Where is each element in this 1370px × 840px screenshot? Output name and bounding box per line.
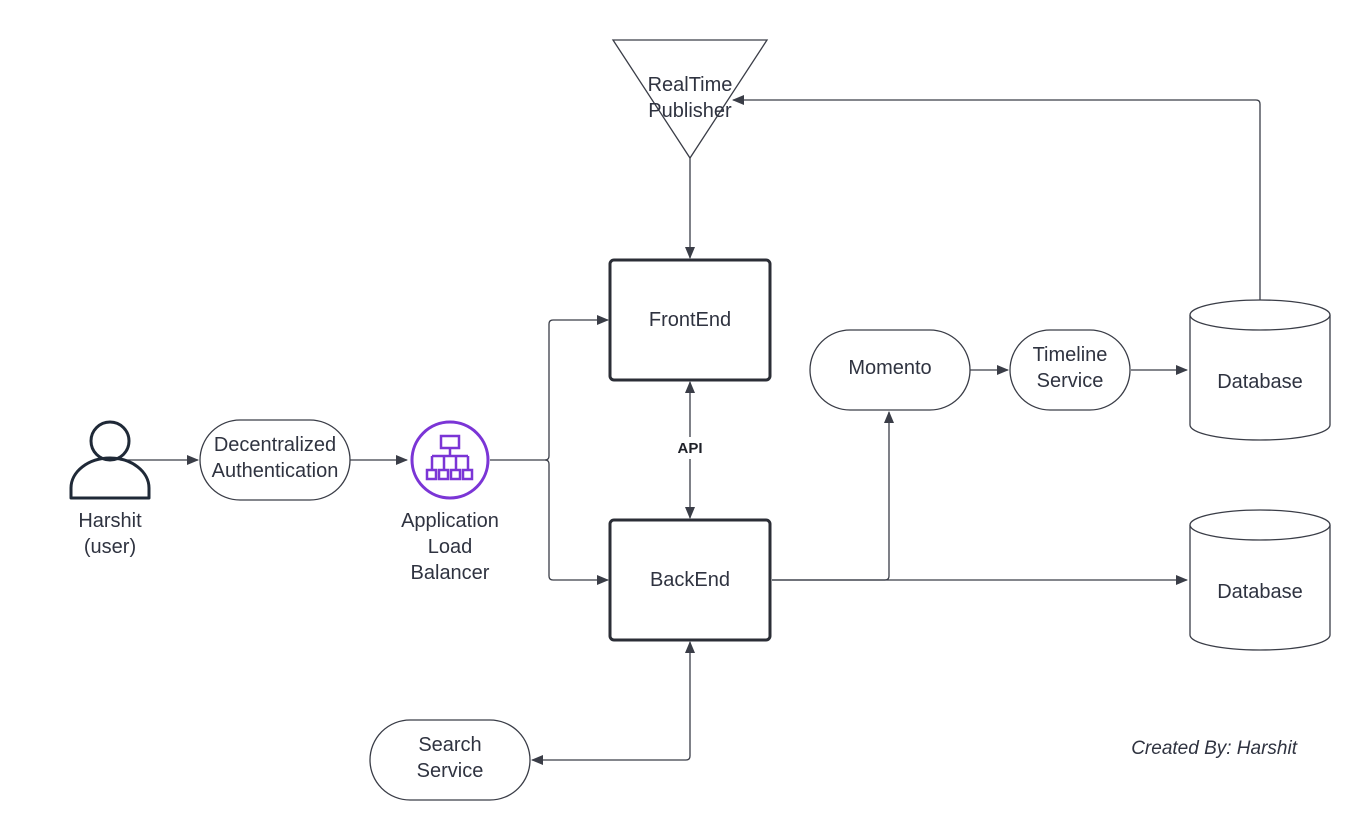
database-bottom-cap bbox=[1189, 509, 1331, 541]
timeline-service-label-line1: Timeline bbox=[1033, 344, 1108, 366]
credit-text: Created By: Harshit bbox=[1131, 738, 1298, 759]
edge-alb-to-frontend bbox=[490, 315, 609, 461]
momento-shape bbox=[809, 329, 971, 411]
decentralized-auth-node: Decentralized Authentication bbox=[199, 419, 351, 501]
database-top-body bbox=[1189, 315, 1331, 441]
realtime-publisher-label-line1: RealTime bbox=[648, 74, 733, 96]
database-bottom-body bbox=[1189, 525, 1331, 651]
load-balancer-label-line2: Load bbox=[428, 536, 473, 558]
momento-node: Momento bbox=[809, 329, 971, 411]
frontend-box bbox=[608, 258, 772, 382]
search-service-label-line2: Service bbox=[417, 760, 484, 782]
load-balancer-label-line3: Balancer bbox=[411, 562, 490, 584]
load-balancer-label-line1: Application bbox=[401, 510, 499, 532]
frontend-node: FrontEnd bbox=[608, 258, 772, 382]
database-top-cap bbox=[1189, 299, 1331, 331]
decentralized-auth-shape bbox=[199, 419, 351, 501]
database-top-node: Database bbox=[1189, 299, 1331, 441]
decentralized-auth-label-line2: Authentication bbox=[212, 460, 339, 482]
edge-alb-to-backend bbox=[544, 459, 609, 585]
realtime-publisher-node: RealTime Publisher bbox=[611, 39, 769, 160]
realtime-publisher-shape bbox=[611, 39, 769, 160]
edge-backend-search-service bbox=[531, 641, 695, 765]
search-service-node: Search Service bbox=[369, 719, 531, 801]
user-node: Harshit (user) bbox=[69, 420, 151, 558]
backend-label: BackEnd bbox=[650, 569, 730, 591]
realtime-publisher-label-line2: Publisher bbox=[648, 100, 732, 122]
search-service-label-line1: Search bbox=[418, 734, 481, 756]
user-label-line1: Harshit bbox=[78, 510, 142, 532]
backend-node: BackEnd bbox=[608, 518, 772, 642]
decentralized-auth-label-line1: Decentralized bbox=[214, 434, 336, 456]
database-bottom-node: Database bbox=[1189, 509, 1331, 651]
momento-label: Momento bbox=[848, 357, 931, 379]
timeline-service-shape bbox=[1009, 329, 1131, 411]
person-icon bbox=[69, 420, 151, 500]
edge-database-to-publisher bbox=[732, 95, 1261, 300]
api-label-background bbox=[670, 437, 710, 459]
search-service-shape bbox=[369, 719, 531, 801]
database-bottom-label: Database bbox=[1217, 581, 1303, 603]
database-top-label: Database bbox=[1217, 371, 1303, 393]
timeline-service-label-line2: Service bbox=[1037, 370, 1104, 392]
load-balancer-node: Application Load Balancer bbox=[401, 420, 499, 584]
user-label-line2: (user) bbox=[84, 536, 136, 558]
backend-box bbox=[608, 518, 772, 642]
api-label: API bbox=[677, 440, 702, 457]
frontend-label: FrontEnd bbox=[649, 309, 731, 331]
edge-backend-to-momento bbox=[772, 411, 894, 581]
application-load-balancer-icon bbox=[410, 420, 490, 500]
timeline-service-node: Timeline Service bbox=[1009, 329, 1131, 411]
